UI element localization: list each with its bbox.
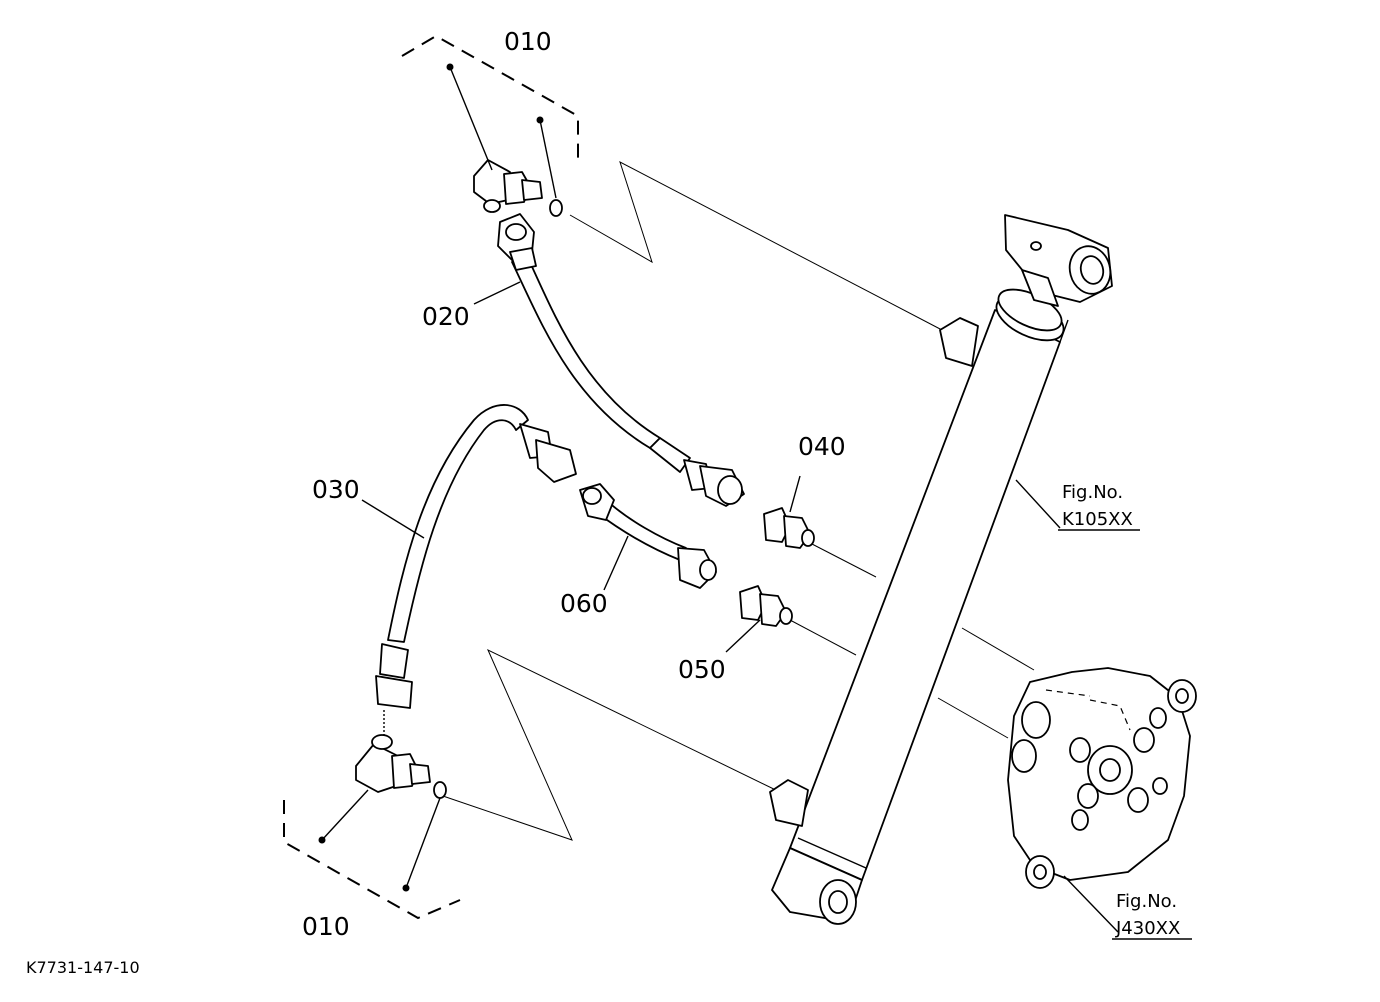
callout-010-bottom: 010: [302, 912, 350, 941]
callout-040: 040: [798, 432, 846, 461]
pipe-060: [579, 483, 717, 589]
fig-ref-cylinder-code: K105XX: [1062, 509, 1133, 530]
fig-ref-valve-title: Fig.No.: [1116, 891, 1177, 912]
connection-lines: [439, 160, 1035, 841]
upper-elbow-fitting: [473, 159, 563, 217]
callout-020: 020: [422, 302, 470, 331]
drawing-code: K7731-147-10: [26, 958, 140, 977]
callout-010-top: 010: [504, 27, 552, 56]
hydraulic-cylinder: [769, 214, 1113, 925]
callout-050: 050: [678, 655, 726, 684]
group-bracket-top: [401, 34, 579, 160]
group-bracket-bottom: [283, 800, 461, 920]
hose-020: [497, 213, 745, 507]
callout-leaders: [318, 63, 1119, 933]
fig-ref-cylinder-title: Fig.No.: [1062, 482, 1123, 503]
fig-ref-valve-code: J430XX: [1115, 918, 1180, 939]
callout-060: 060: [560, 589, 608, 618]
nipple-040: [763, 507, 815, 549]
callout-030: 030: [312, 475, 360, 504]
nipple-050: [739, 585, 793, 627]
hose-030: [375, 404, 577, 709]
valve-assembly: [1007, 667, 1197, 889]
lower-elbow-fitting: [355, 734, 447, 799]
